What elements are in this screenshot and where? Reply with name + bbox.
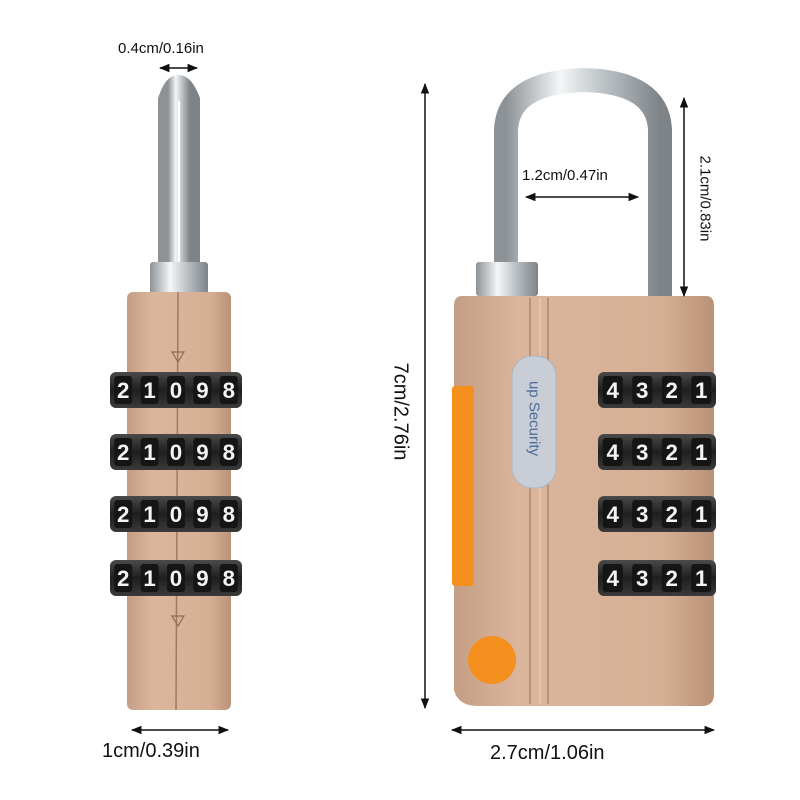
front-shackle-collar [476,262,538,296]
dial-digit: 2 [117,566,129,591]
dial-digit: 1 [143,440,155,465]
shackle-thickness-label: 0.4cm/0.16in [118,40,204,57]
dial-digit: 2 [666,502,678,527]
dial-digit: 2 [666,378,678,403]
dial-digit: 0 [170,378,182,403]
dial-digit: 1 [143,566,155,591]
dial-digit: 4 [607,440,620,465]
dial-digit: 0 [170,502,182,527]
dial-digit: 2 [117,378,129,403]
dial-digit: 8 [223,566,235,591]
dial-digit: 0 [170,566,182,591]
dial-digit: 9 [196,502,208,527]
dial-digit: 1 [695,502,707,527]
dial-digit: 4 [607,502,620,527]
front-shackle [494,67,672,296]
dial-digit: 1 [695,440,707,465]
dial-digit: 4 [607,566,620,591]
dial-digit: 3 [636,566,648,591]
dial-digit: 2 [117,502,129,527]
dial-digit: 1 [695,566,707,591]
shackle-inner-width-label: 1.2cm/0.47in [522,167,608,184]
dial-digit: 4 [607,378,620,403]
dial-digit: 9 [196,378,208,403]
dial-digit: 3 [636,378,648,403]
dial-digit: 8 [223,378,235,403]
side-shackle-collar [150,262,208,294]
dial-digit: 1 [695,378,707,403]
dial-digit: 8 [223,502,235,527]
dial-digit: 1 [143,502,155,527]
release-slider [452,386,474,586]
total-height-label: 7cm/2.76in [389,362,412,461]
dial-digit: 2 [666,440,678,465]
dial-digit: 2 [117,440,129,465]
dial-digit: 9 [196,566,208,591]
dimension-lines [130,63,716,735]
side-width-label: 1cm/0.39in [102,740,200,762]
dial-digit: 1 [143,378,155,403]
brand-plate [511,355,557,489]
dial-digit: 9 [196,440,208,465]
front-width-label: 2.7cm/1.06in [490,742,605,764]
dial-digit: 0 [170,440,182,465]
shackle-clearance-label: 2.1cm/0.83in [696,155,714,242]
brand-label: up Security [525,380,543,457]
dial-digit: 3 [636,502,648,527]
reset-button [468,636,516,684]
dial-digit: 3 [636,440,648,465]
side-shackle [158,75,200,272]
dial-digit: 8 [223,440,235,465]
dial-digit: 2 [666,566,678,591]
